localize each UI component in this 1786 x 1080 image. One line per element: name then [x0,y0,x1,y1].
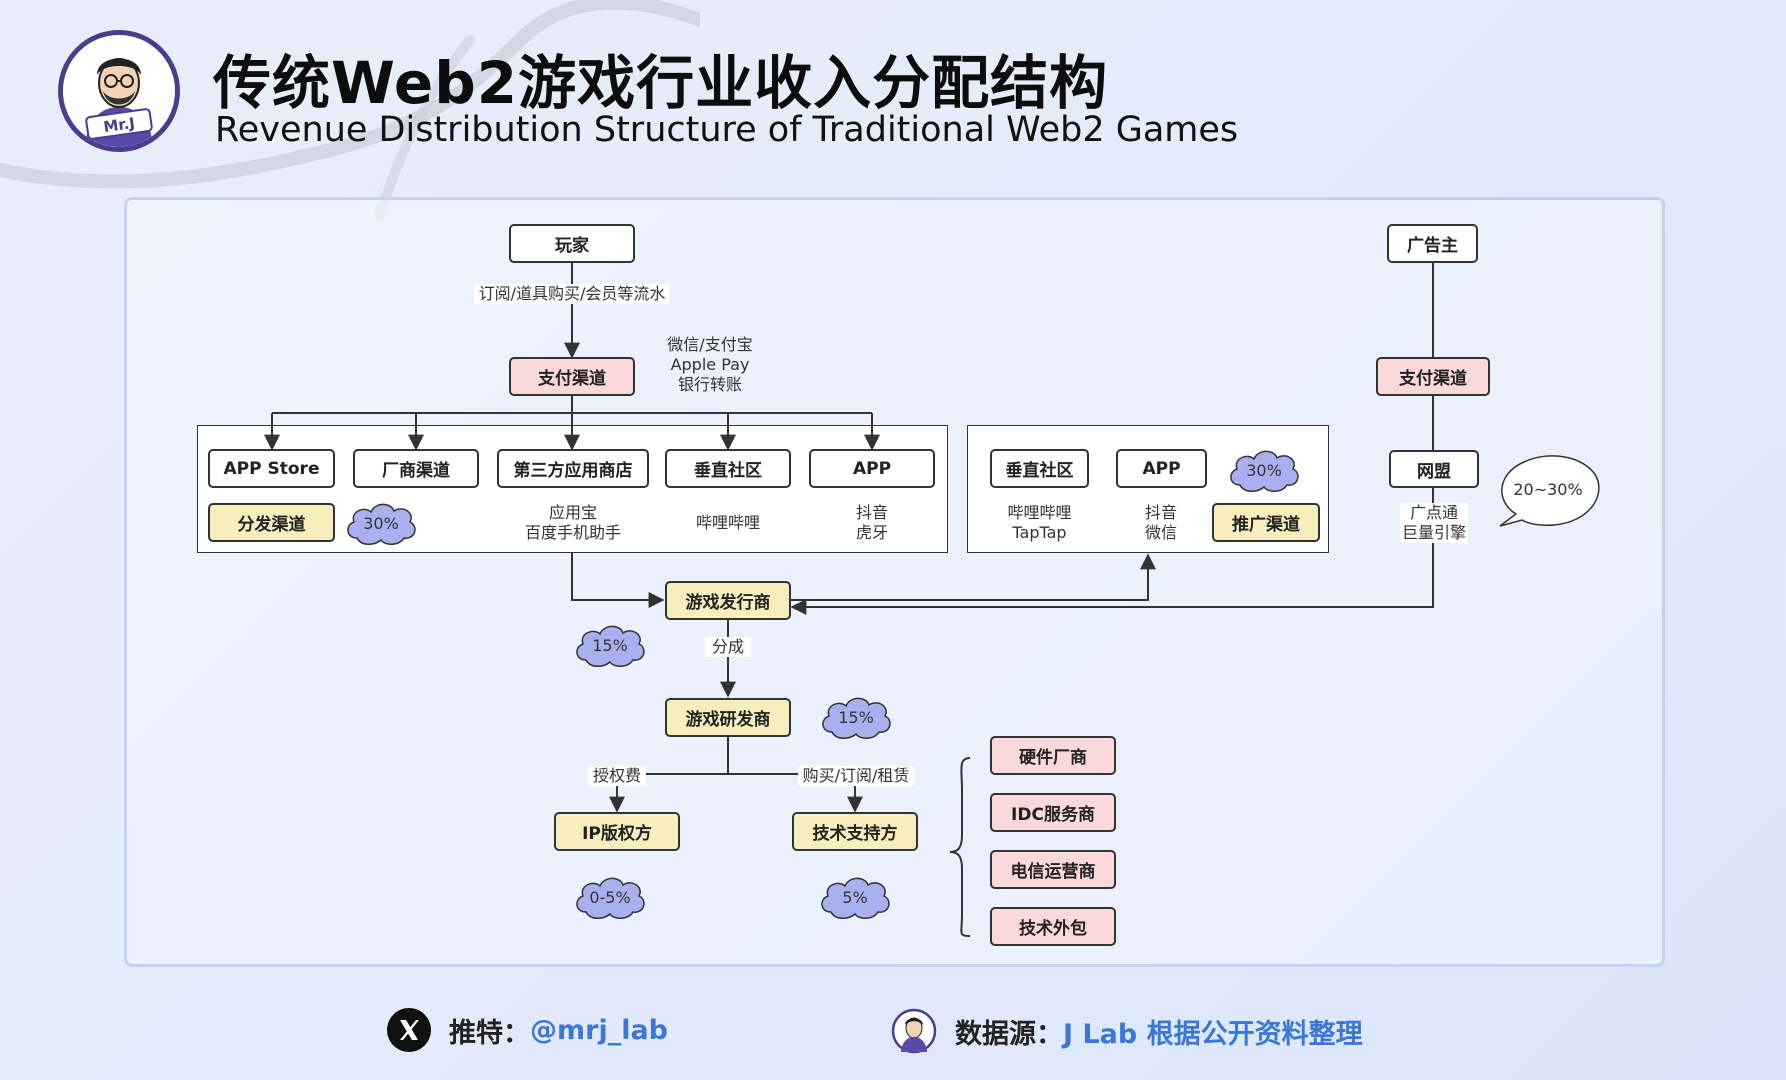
mrj-logo-avatar: Mr.J [58,30,180,152]
logo-text: Mr.J [102,114,136,136]
vendor-channel-node[interactable]: 厂商渠道 [353,449,479,488]
publisher-percentage-cloud: 15% [572,620,648,670]
app-store-node[interactable]: APP Store [208,449,335,488]
app-right-examples: 抖音 微信 [1144,503,1177,542]
hardware-vendor-node[interactable]: 硬件厂商 [990,736,1116,775]
page-title: 传统Web2游戏行业收入分配结构 [213,49,1109,117]
distribution-percentage-cloud: 30% [343,498,419,548]
payment-channel-left-node[interactable]: 支付渠道 [509,357,635,396]
ip-owner-node[interactable]: IP版权方 [554,812,680,851]
app-left-examples: 抖音 虎牙 [855,503,888,542]
mrj-small-avatar-icon [891,1008,937,1054]
footer-twitter[interactable]: 推特： @mrj_lab [387,1008,668,1052]
app-right-node[interactable]: APP [1116,449,1207,488]
footer-data-source: 数据源： J Lab 根据公开资料整理 [891,1008,1363,1054]
ad-network-examples: 广点通 巨量引擎 [1400,503,1468,543]
advertiser-node[interactable]: 广告主 [1387,224,1478,263]
player-flow-label: 订阅/道具购买/会员等流水 [474,284,670,304]
game-developer-node[interactable]: 游戏研发商 [665,698,791,737]
idc-provider-node[interactable]: IDC服务商 [990,793,1116,832]
twitter-label: 推特： [449,1017,530,1049]
vertical-community-right-node[interactable]: 垂直社区 [990,449,1089,488]
ad-network-node[interactable]: 网盟 [1389,450,1479,488]
tech-support-percentage-cloud: 5% [817,872,893,922]
developer-percentage-cloud: 15% [818,692,894,742]
promotion-percentage-cloud: 30% [1226,445,1302,495]
twitter-handle-link[interactable]: @mrj_lab [530,1014,669,1046]
ip-owner-percentage-cloud: 0-5% [572,872,648,922]
vertical-right-examples: 哔哩哔哩 TapTap [1007,503,1072,542]
data-source-value: J Lab 根据公开资料整理 [1063,1018,1363,1050]
vertical-left-example: 哔哩哔哩 [695,513,760,532]
data-source-label: 数据源： [955,1018,1063,1050]
tech-support-node[interactable]: 技术支持方 [792,812,918,851]
purchase-subscribe-lease-label: 购买/订阅/租赁 [798,766,914,786]
telecom-operator-node[interactable]: 电信运营商 [990,850,1116,889]
tech-outsourcing-node[interactable]: 技术外包 [990,907,1116,946]
revenue-share-label: 分成 [705,637,751,657]
payment-methods-label: 微信/支付宝 Apple Pay 银行转账 [667,335,753,394]
license-fee-label: 授权费 [588,766,646,786]
x-twitter-icon [387,1008,431,1052]
background-swirl [0,0,700,220]
third-party-examples: 应用宝 百度手机助手 [524,503,621,542]
page-subtitle: Revenue Distribution Structure of Tradit… [215,110,1239,150]
game-publisher-node[interactable]: 游戏发行商 [665,581,791,620]
third-party-store-node[interactable]: 第三方应用商店 [497,449,649,488]
vertical-community-left-node[interactable]: 垂直社区 [665,449,791,488]
diagram-panel [124,197,1665,967]
app-left-node[interactable]: APP [809,449,935,488]
player-node[interactable]: 玩家 [509,224,635,263]
ad-network-percentage-bubble: 20~30% [1494,452,1602,540]
promotion-channel-node[interactable]: 推广渠道 [1212,503,1320,542]
distribution-channel-node[interactable]: 分发渠道 [208,503,335,542]
payment-channel-right-node[interactable]: 支付渠道 [1376,357,1490,396]
